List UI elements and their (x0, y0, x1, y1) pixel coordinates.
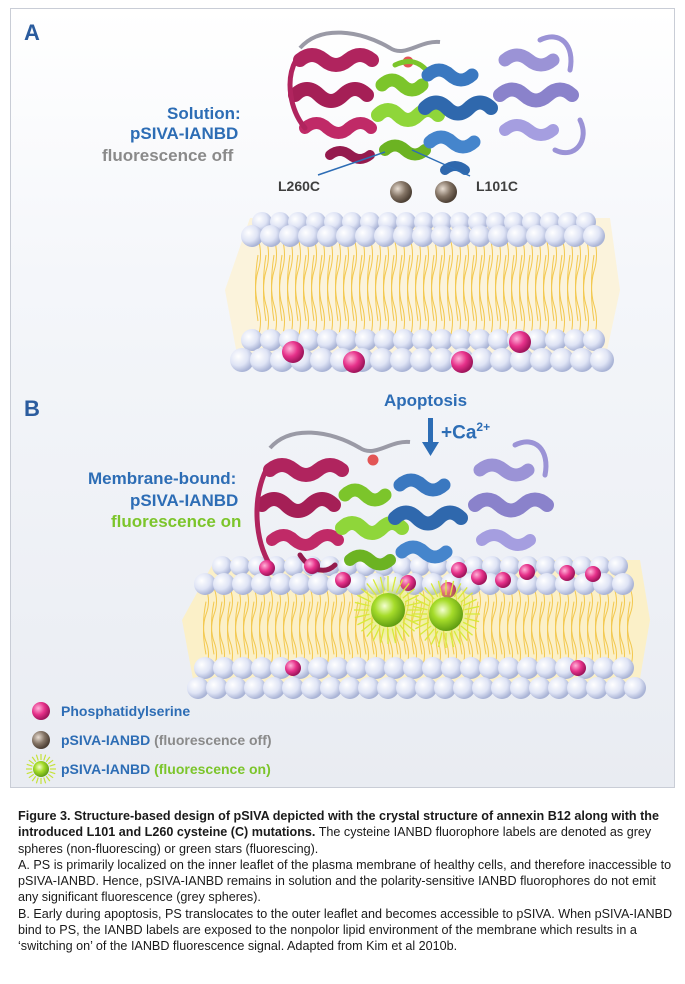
caption-intro: The cysteine IANBD fluorophore labels ar… (18, 825, 652, 856)
pointer-line-left (317, 151, 386, 176)
lipid-heads-top-a (241, 212, 605, 247)
caption-title: Figure 3. Structure-based design of pSIV… (18, 809, 659, 840)
legend-on-label: pSIVA-IANBD (fluorescence on) (61, 761, 271, 777)
diagram-svg (26, 30, 650, 784)
lipid-tails-a (255, 237, 597, 339)
lipid-heads-bottom-b (187, 657, 646, 699)
apoptosis-arrow (422, 418, 439, 456)
panel-b-state-line3: fluorescence on (111, 512, 242, 531)
mutation-label-l101c: L101C (476, 178, 519, 194)
figure-caption: Figure 3. Structure-based design of pSIV… (18, 808, 673, 955)
membrane-a (225, 212, 620, 373)
calcium-charge: 2+ (476, 420, 491, 434)
membrane-a-body (225, 218, 620, 360)
legend-off-marker (32, 731, 50, 749)
caption-para-a: A. PS is primarily localized on the inne… (18, 857, 672, 905)
panel-a-state-line2: pSIVA-IANBD (130, 124, 239, 143)
calcium-label: +Ca2+ (441, 420, 491, 444)
mutation-label-l260c: L260C (278, 178, 321, 194)
fluorophores-on-b (354, 576, 480, 648)
panel-b-state-line2: pSIVA-IANBD (130, 491, 239, 510)
legend-ps-marker (32, 702, 50, 720)
protein-structure-a (287, 30, 586, 203)
fluorophore-off-left (390, 181, 412, 203)
phosphatidylserine-outer-b (259, 558, 601, 676)
panel-a-state-line1: Solution: (167, 104, 241, 123)
caption-para-b: B. Early during apoptosis, PS translocat… (18, 906, 673, 954)
legend (26, 702, 56, 784)
domain-lavender (493, 34, 586, 156)
protein-loop (298, 30, 441, 53)
legend-off-label: pSIVA-IANBD (fluorescence off) (61, 732, 272, 748)
panel-a-letter: A (24, 20, 40, 45)
legend-on-marker (33, 761, 49, 777)
protein-structure-b (254, 430, 554, 573)
fluorophore-off-right (435, 181, 457, 203)
apoptosis-label: Apoptosis (384, 391, 468, 410)
fluorophore-on-left (371, 593, 405, 627)
panel-b-letter: B (24, 396, 40, 421)
panel-a-state-line3: fluorescence off (102, 146, 234, 165)
phosphatidylserine-inner-a (282, 331, 531, 373)
panel-b-state-line1: Membrane-bound: (88, 469, 237, 488)
legend-ps-label: Phosphatidylserine (61, 703, 191, 719)
pointer-line-right (411, 149, 471, 177)
domain-blue (418, 63, 498, 175)
fluorophore-on-right (429, 597, 463, 631)
domain-magenta (287, 48, 379, 164)
